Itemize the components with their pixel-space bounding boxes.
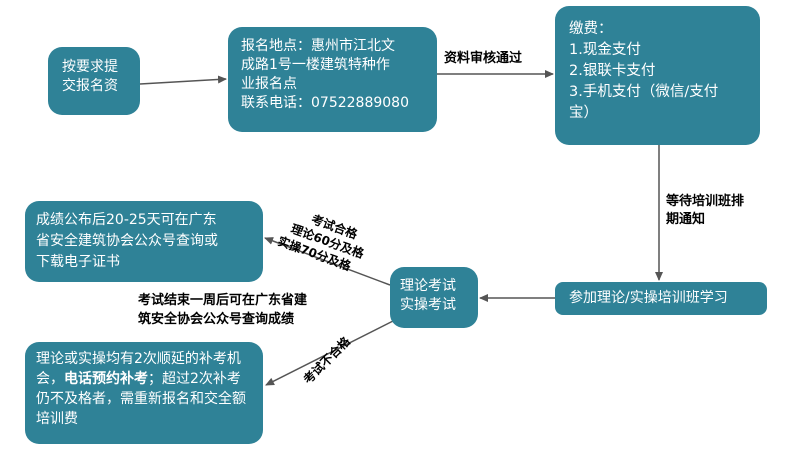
node-text-line: 宝）: [569, 105, 598, 121]
retake-text-part2: ；超过2次补考仍不及格者，需重新报名和交全额培训费: [36, 371, 246, 427]
node-retake: 理论或实操均有2次顺延的补考机会，电话预约补考；超过2次补考仍不及格者，需重新报…: [25, 342, 263, 444]
node-text-line: 按要求提: [62, 59, 118, 75]
node-text-line: 2.银联卡支付: [569, 63, 656, 79]
node-text-line: 业报名点: [241, 76, 297, 92]
retake-text-part1: 理论或实操均有2次顺延的补考机会，: [36, 351, 241, 387]
arrow-exam-to-certificate: [264, 237, 391, 286]
node-text-line: 缴费：: [569, 21, 613, 37]
node-retake-text: 理论或实操均有2次顺延的补考机会，电话预约补考；超过2次补考仍不及格者，需重新报…: [36, 349, 253, 429]
edge-label-review-passed: 资料审核通过: [444, 51, 523, 66]
node-text-line: 1.现金支付: [569, 42, 641, 58]
node-text-line: 理论考试: [400, 278, 456, 294]
node-submit-materials: 按要求提 交报名资: [48, 47, 140, 115]
retake-emphasis: 电话预约补考: [64, 371, 148, 387]
node-text-line: 下载电子证书: [36, 254, 120, 270]
arrow-submit-to-location: [139, 75, 227, 85]
node-text-line: 3.手机支付（微信/支付: [569, 84, 719, 100]
node-training: 参加理论/实操培训班学习: [555, 282, 767, 315]
node-text-line: 联系电话：07522889080: [241, 95, 409, 111]
node-text-line: 省安全建筑协会公众号查询或: [36, 233, 218, 249]
node-text-line: 参加理论/实操培训班学习: [569, 290, 728, 306]
node-text-line: 报名地点：惠州市江北文: [241, 38, 395, 54]
edge-label-query-results: 考试结束一周后可在广东省建 筑安全协会公众号查询成绩: [138, 293, 308, 327]
node-registration-location: 报名地点：惠州市江北文 成路1号一楼建筑特种作 业报名点 联系电话：075228…: [228, 27, 437, 132]
edge-label-wait-notice: 等待培训班排 期通知: [666, 194, 745, 227]
arrow-exam-to-retake: [265, 319, 396, 386]
node-exam: 理论考试 实操考试: [390, 267, 478, 328]
node-text-line: 成绩公布后20-25天可在广东: [36, 212, 217, 228]
node-payment: 缴费： 1.现金支付 2.银联卡支付 3.手机支付（微信/支付 宝）: [555, 6, 760, 145]
node-text-line: 实操考试: [400, 297, 456, 313]
node-text-line: 成路1号一楼建筑特种作: [241, 57, 390, 73]
node-certificate: 成绩公布后20-25天可在广东 省安全建筑协会公众号查询或 下载电子证书: [25, 201, 263, 282]
node-text-line: 交报名资: [62, 78, 118, 94]
